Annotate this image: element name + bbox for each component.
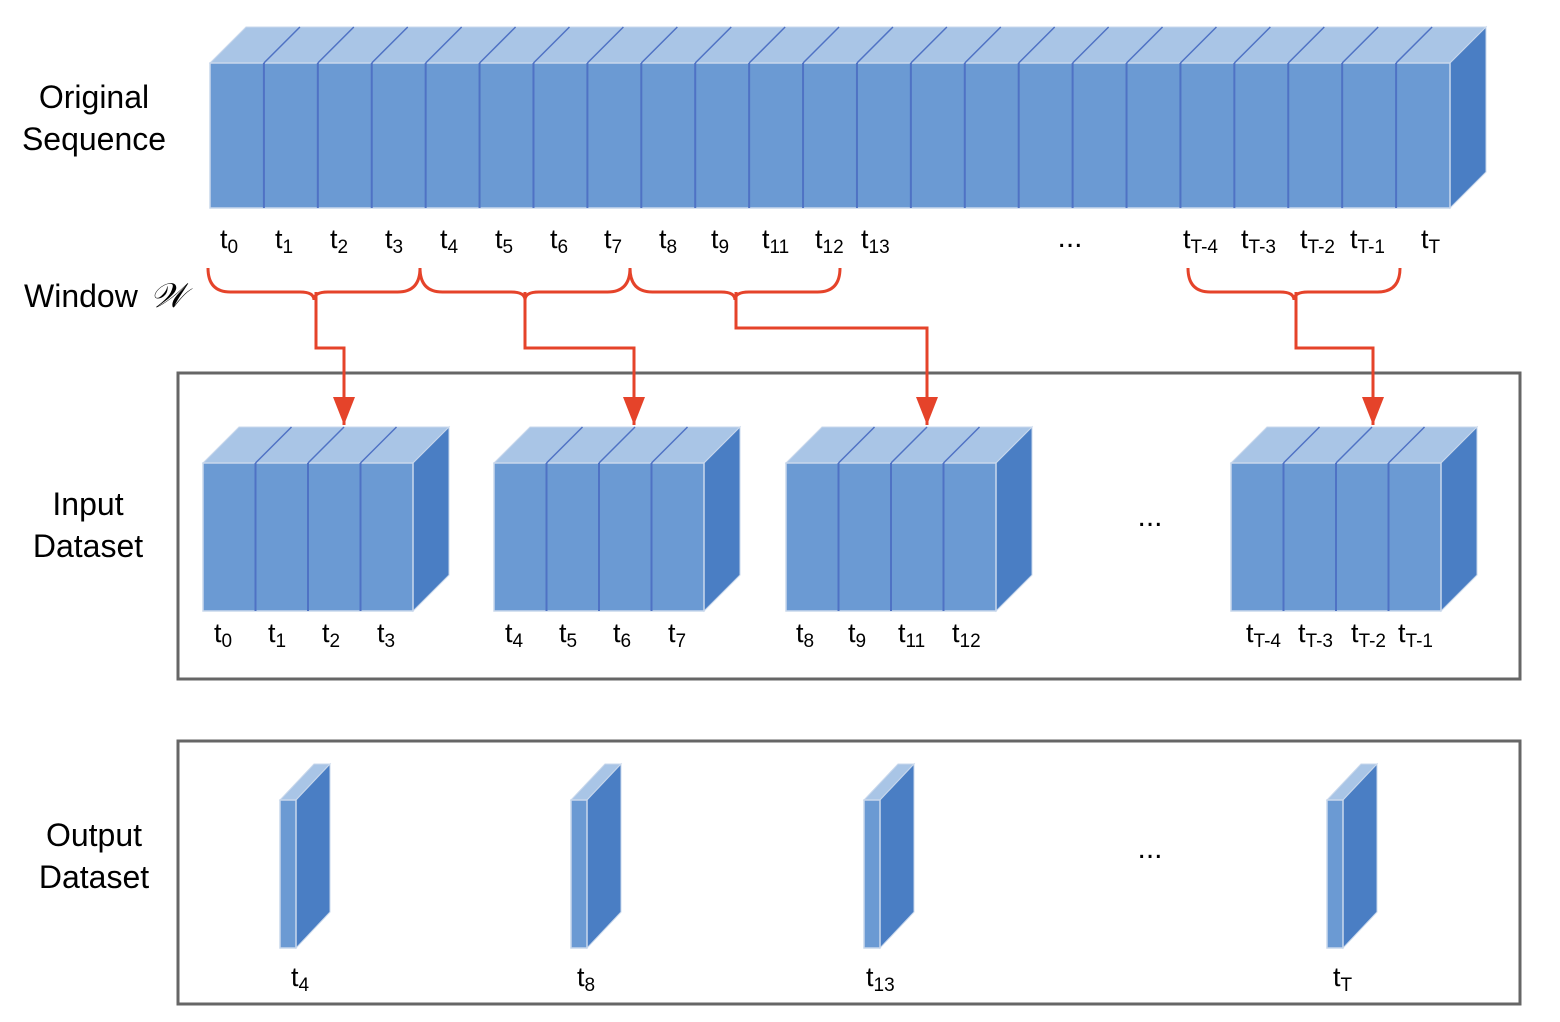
arrow-head bbox=[916, 397, 938, 425]
original-sequence-label-line1: Original bbox=[39, 79, 149, 115]
original-tick: t9 bbox=[711, 224, 729, 258]
arrow-head bbox=[1362, 397, 1384, 425]
output-tick: t13 bbox=[866, 962, 895, 996]
input-dataset-label-line1: Input bbox=[52, 486, 123, 522]
output-tick: t4 bbox=[291, 962, 310, 996]
original-tick: t11 bbox=[762, 224, 789, 258]
input-tick: t2 bbox=[322, 618, 340, 652]
input-ellipsis: ... bbox=[1137, 500, 1162, 533]
input-tick: tT-4 bbox=[1246, 618, 1281, 652]
original-tick: t3 bbox=[385, 224, 403, 258]
window-arrow bbox=[734, 292, 929, 425]
original-tick: t4 bbox=[440, 224, 459, 258]
input-tick: tT-1 bbox=[1398, 618, 1433, 652]
input-tick: tT-2 bbox=[1351, 618, 1386, 652]
original-tick: t8 bbox=[659, 224, 677, 258]
output-slice bbox=[1325, 762, 1379, 950]
original-tick: t7 bbox=[604, 224, 622, 258]
window-brace bbox=[206, 267, 422, 301]
original-tick: t2 bbox=[330, 224, 348, 258]
input-window-cube bbox=[201, 425, 451, 613]
original-tick: tT bbox=[1421, 224, 1441, 258]
original-tick: t13 bbox=[861, 224, 890, 258]
output-dataset-label-line2: Dataset bbox=[39, 859, 149, 895]
input-tick: t8 bbox=[796, 618, 814, 652]
original-tick: tT-3 bbox=[1241, 224, 1276, 258]
window-braces bbox=[206, 267, 1402, 301]
original-sequence-block bbox=[208, 25, 1488, 210]
arrow-head bbox=[623, 397, 645, 425]
input-tick: t3 bbox=[377, 618, 395, 652]
original-tick: t5 bbox=[495, 224, 513, 258]
input-tick: t5 bbox=[559, 618, 577, 652]
window-label: Window bbox=[24, 278, 139, 314]
input-tick: t9 bbox=[848, 618, 866, 652]
input-tick: t1 bbox=[268, 618, 286, 652]
original-tick: t0 bbox=[220, 224, 238, 258]
window-arrow bbox=[314, 292, 346, 425]
output-dataset-label-line1: Output bbox=[46, 817, 142, 853]
input-tick: t7 bbox=[668, 618, 686, 652]
original-sequence-cube bbox=[208, 25, 1488, 210]
input-tick: t6 bbox=[613, 618, 631, 652]
output-ellipsis: ... bbox=[1137, 832, 1162, 865]
output-slice bbox=[569, 762, 623, 950]
output-dataset-slices: t4 t8 t13 tT bbox=[278, 762, 1379, 996]
output-tick: tT bbox=[1333, 962, 1353, 996]
output-dataset-frame bbox=[176, 739, 1522, 1006]
input-tick: t12 bbox=[952, 618, 981, 652]
input-dataset-frame bbox=[176, 371, 1522, 681]
original-tick: tT-1 bbox=[1350, 224, 1385, 258]
original-sequence-label-line2: Sequence bbox=[22, 121, 166, 157]
window-arrows bbox=[314, 292, 1384, 425]
input-dataset-cubes: t0 t1 t2 t3 t4 t5 t6 t7 t8 t9 t11 t12 tT-4 tT-3 tT-2 tT… bbox=[201, 425, 1479, 652]
original-sequence-ticks: t0 t1 t2 t3 t4 t5 t6 t7 t8 t9 t11 t12 t13 tT-4 tT-3 tT-… bbox=[220, 224, 1441, 258]
input-tick: t0 bbox=[214, 618, 232, 652]
original-tick: t6 bbox=[550, 224, 568, 258]
window-arrow bbox=[1294, 292, 1375, 425]
input-window-cube bbox=[784, 425, 1034, 613]
input-window-cube bbox=[492, 425, 742, 613]
original-tick: t1 bbox=[275, 224, 293, 258]
arrow-head bbox=[333, 397, 355, 425]
input-tick: t11 bbox=[898, 618, 925, 652]
input-tick: t4 bbox=[505, 618, 524, 652]
output-tick: t8 bbox=[577, 962, 595, 996]
output-slice bbox=[862, 762, 916, 950]
original-ellipsis: ... bbox=[1057, 221, 1082, 254]
input-dataset-label-line2: Dataset bbox=[33, 528, 143, 564]
input-tick: tT-3 bbox=[1298, 618, 1333, 652]
input-window-cube bbox=[1229, 425, 1479, 613]
original-tick: tT-4 bbox=[1183, 224, 1218, 258]
window-arrow bbox=[523, 292, 636, 425]
window-symbol: 𝒲 bbox=[150, 276, 193, 316]
original-tick: t12 bbox=[815, 224, 844, 258]
original-tick: tT-2 bbox=[1300, 224, 1335, 258]
output-slice bbox=[278, 762, 332, 950]
window-brace bbox=[1186, 267, 1402, 301]
